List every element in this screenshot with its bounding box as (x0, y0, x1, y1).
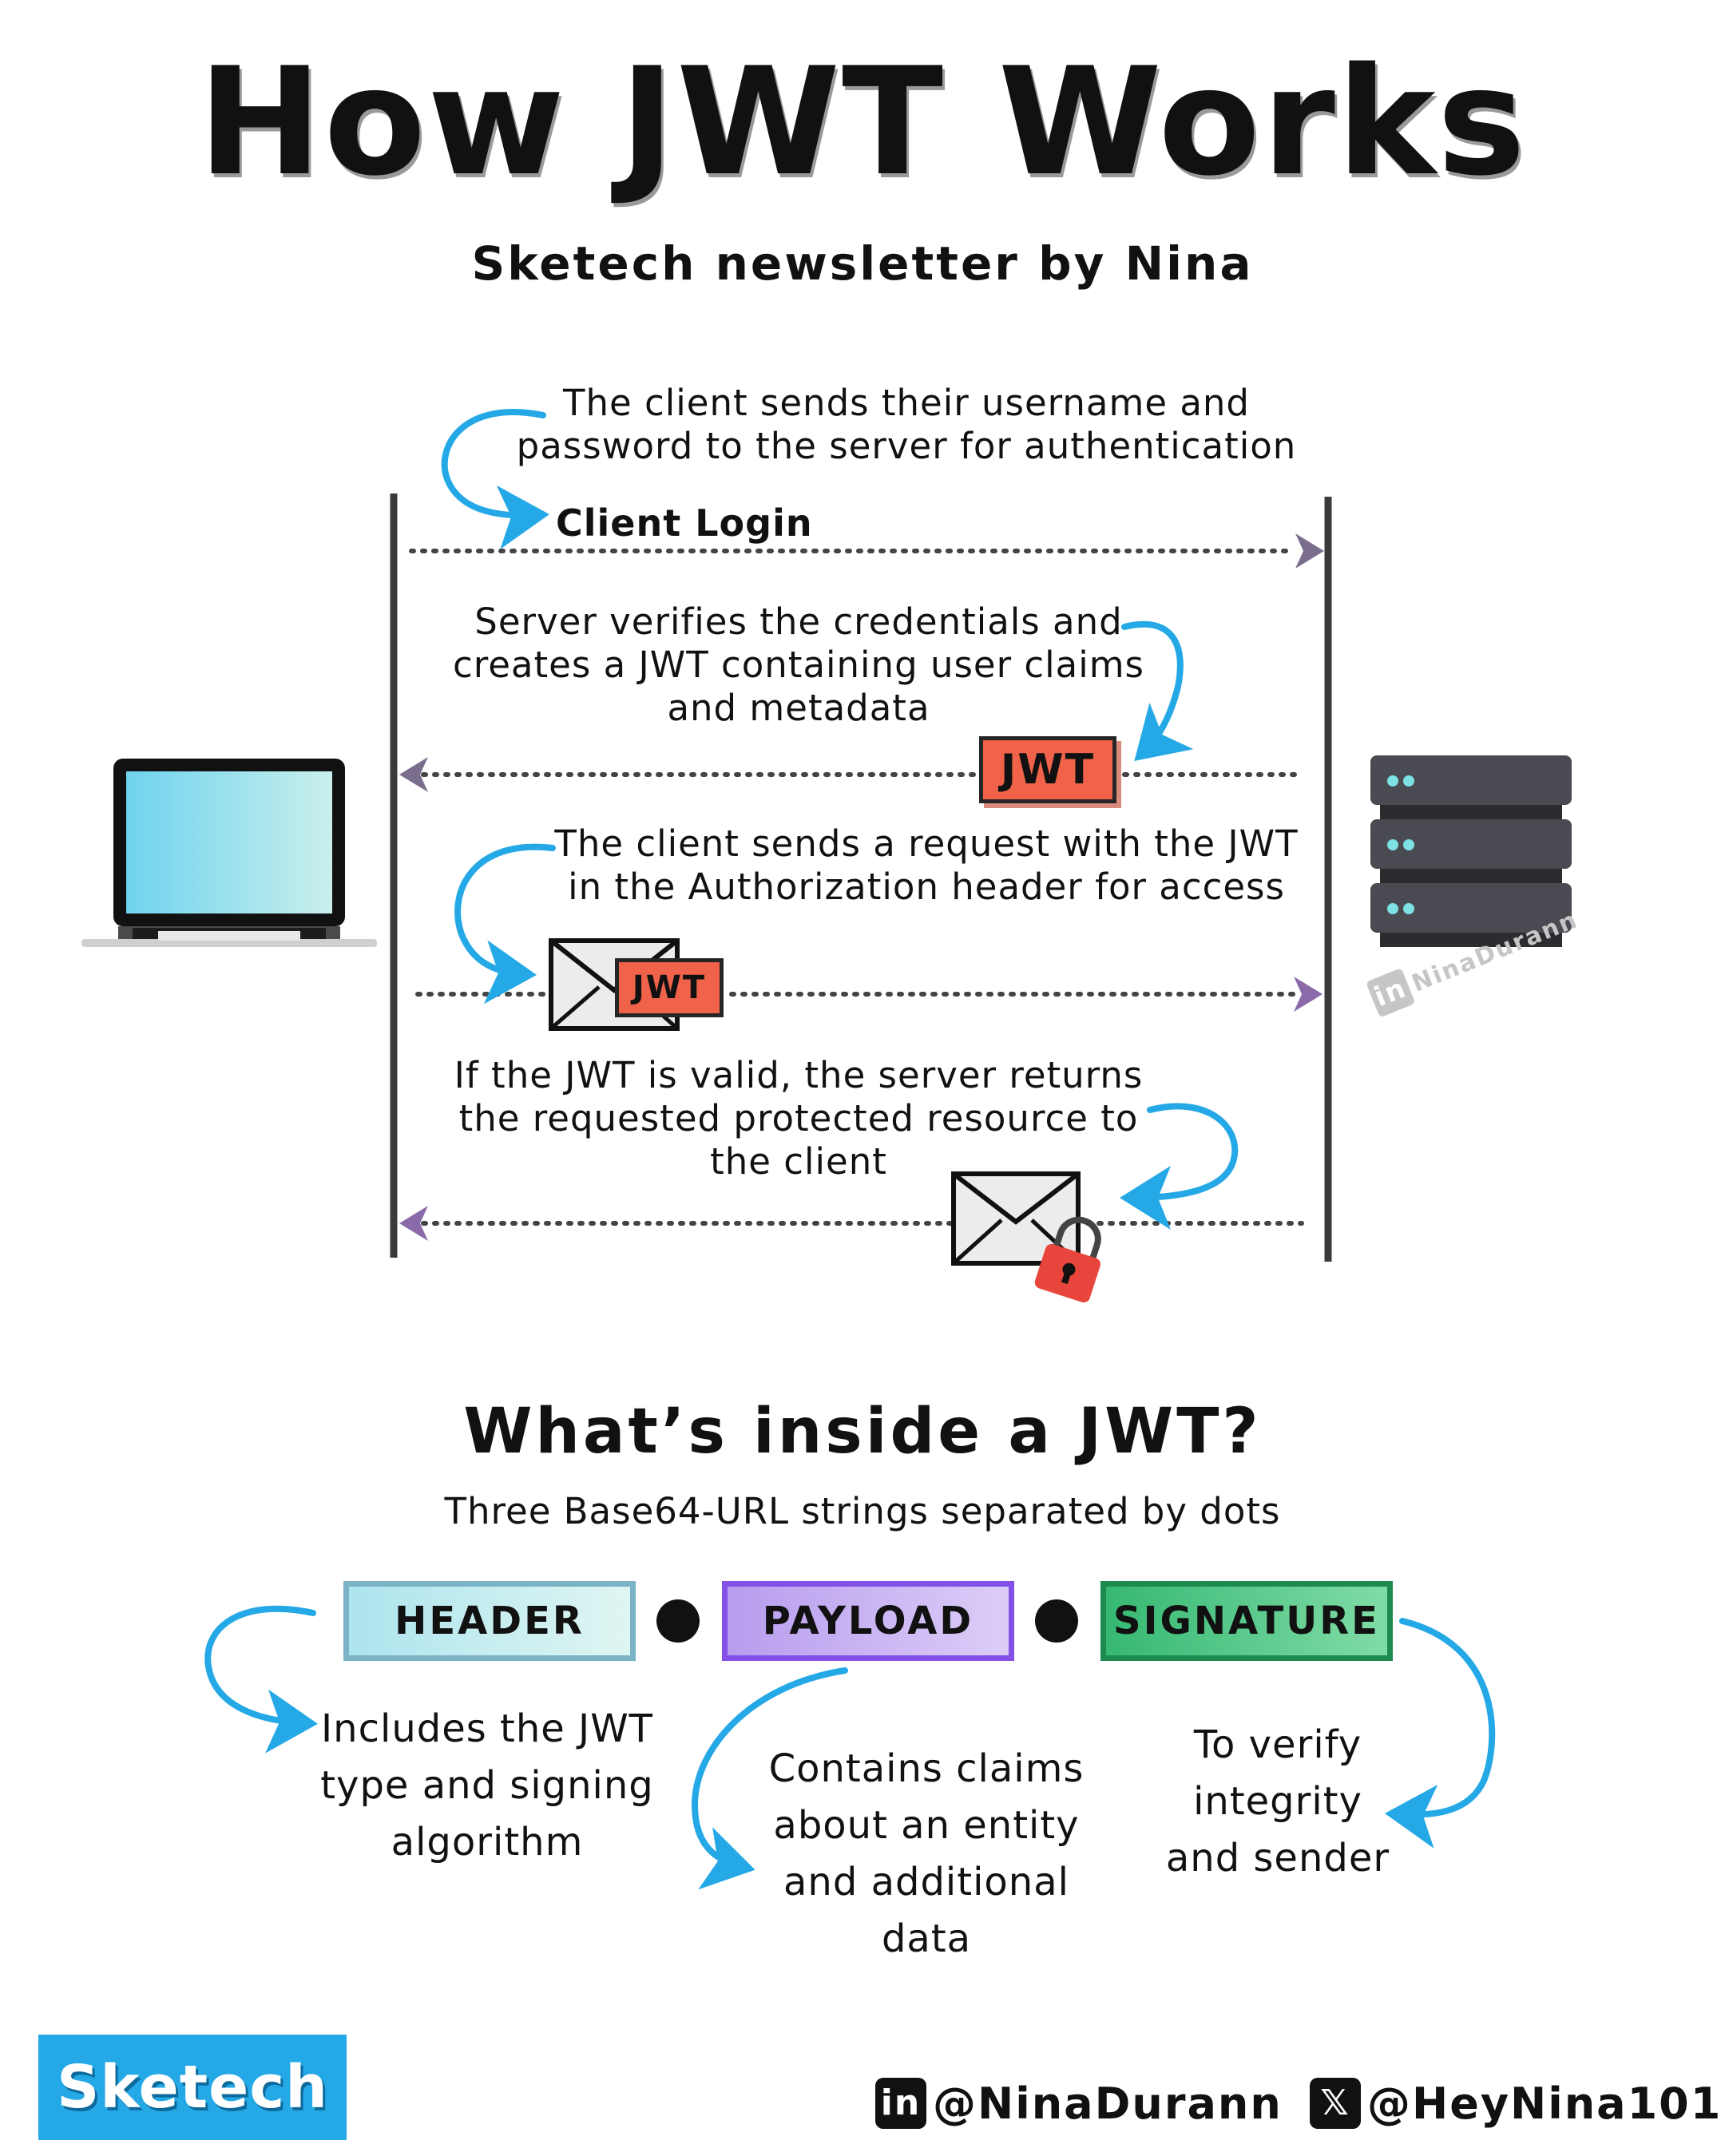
page-subtitle: Sketech newsletter by Nina (471, 236, 1254, 291)
jwt-part-header: HEADER (343, 1581, 636, 1661)
linkedin-handle: in@NinaDurann (875, 2078, 1283, 2130)
separator-dot (1035, 1599, 1078, 1643)
server-icon (1370, 755, 1572, 947)
header-description: Includes the JWT type and signing algori… (320, 1706, 654, 1865)
arrowhead-right-icon (1294, 977, 1322, 1012)
arrowhead-left-icon (399, 1206, 428, 1241)
curved-arrow-icon (1121, 620, 1194, 761)
x-handle: 𝕏@HeyNina101 (1310, 2078, 1722, 2130)
step3-note: The client sends a request with the JWT … (554, 822, 1299, 908)
curved-arrow-icon (441, 409, 549, 549)
curved-arrow-icon (1120, 1103, 1239, 1230)
jwt-badge-envelope: JWT (615, 958, 724, 1017)
linkedin-icon: in (875, 2078, 926, 2129)
signature-description: To verify integrity and sender (1165, 1722, 1390, 1881)
jwt-part-signature: SIGNATURE (1100, 1581, 1393, 1661)
linkedin-handle-text: @NinaDurann (933, 2079, 1283, 2129)
section-subtitle: Three Base64-URL strings separated by do… (444, 1490, 1281, 1532)
curved-arrow-icon (691, 1667, 848, 1890)
x-icon: 𝕏 (1310, 2078, 1361, 2129)
arrowhead-left-icon (399, 757, 428, 792)
step4-note: If the JWT is valid, the server returns … (454, 1054, 1144, 1183)
curved-arrow-icon (204, 1605, 318, 1754)
payload-description: Contains claims about an entity and addi… (768, 1746, 1085, 1961)
curved-arrow-icon (454, 843, 556, 1005)
arrowhead-right-icon (1295, 533, 1324, 569)
laptop-icon (81, 759, 377, 947)
page-title: How JWT Works (197, 35, 1528, 208)
step1-label: Client Login (556, 501, 813, 545)
section-title: What’s inside a JWT? (463, 1396, 1262, 1468)
lock-icon (1034, 1216, 1101, 1303)
brand-logo: Sketech (38, 2035, 347, 2140)
x-handle-text: @HeyNina101 (1367, 2079, 1723, 2129)
jwt-badge: JWT (979, 736, 1116, 803)
step1-note: The client sends their username and pass… (516, 382, 1297, 467)
step2-note: Server verifies the credentials and crea… (452, 600, 1145, 729)
curved-arrow-icon (1385, 1618, 1496, 1849)
jwt-part-payload: PAYLOAD (722, 1581, 1014, 1661)
separator-dot (656, 1599, 700, 1643)
